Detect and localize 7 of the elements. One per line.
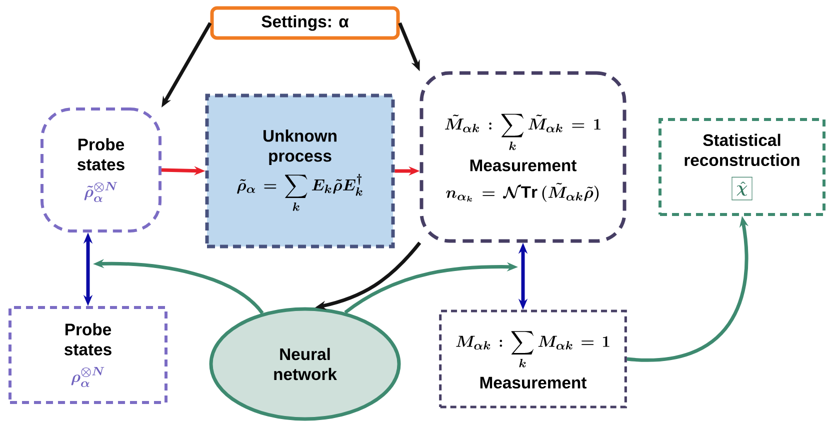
measurement-cloud: $\tilde{M}_{\alpha k} : \sum_{k} \tilde{M}_{\alpha k} = \mathbf{1}$ Measurement $n_{\alpha_{k}} = \mathcal{N}\mathrm{Tr}\,(\tilde{M}_{\alpha k}\tilde{\rho})$ xyxy=(420,71,626,243)
settings-box: Settings: α xyxy=(210,6,400,40)
probe-cloud: Probe states $\tilde{\rho}_{\alpha}^{\otimes N}$ xyxy=(40,108,162,232)
reconstruction-box: Statistical reconstruction $\boxed{\hat{\chi}}$ xyxy=(658,118,826,216)
measurement-box: $M_{\alpha k} : \sum_{k} M_{\alpha k} = \mathbf{1}$ Measurement xyxy=(439,310,627,408)
probe-box: Probe states $\rho_{\alpha}^{\otimes N}$ xyxy=(8,306,168,404)
process-box: Unknown process $\tilde{\rho}_{\alpha} = \sum_{k} E_{k}\tilde{\rho}E_{k}^{\dagger}$ xyxy=(205,94,395,248)
